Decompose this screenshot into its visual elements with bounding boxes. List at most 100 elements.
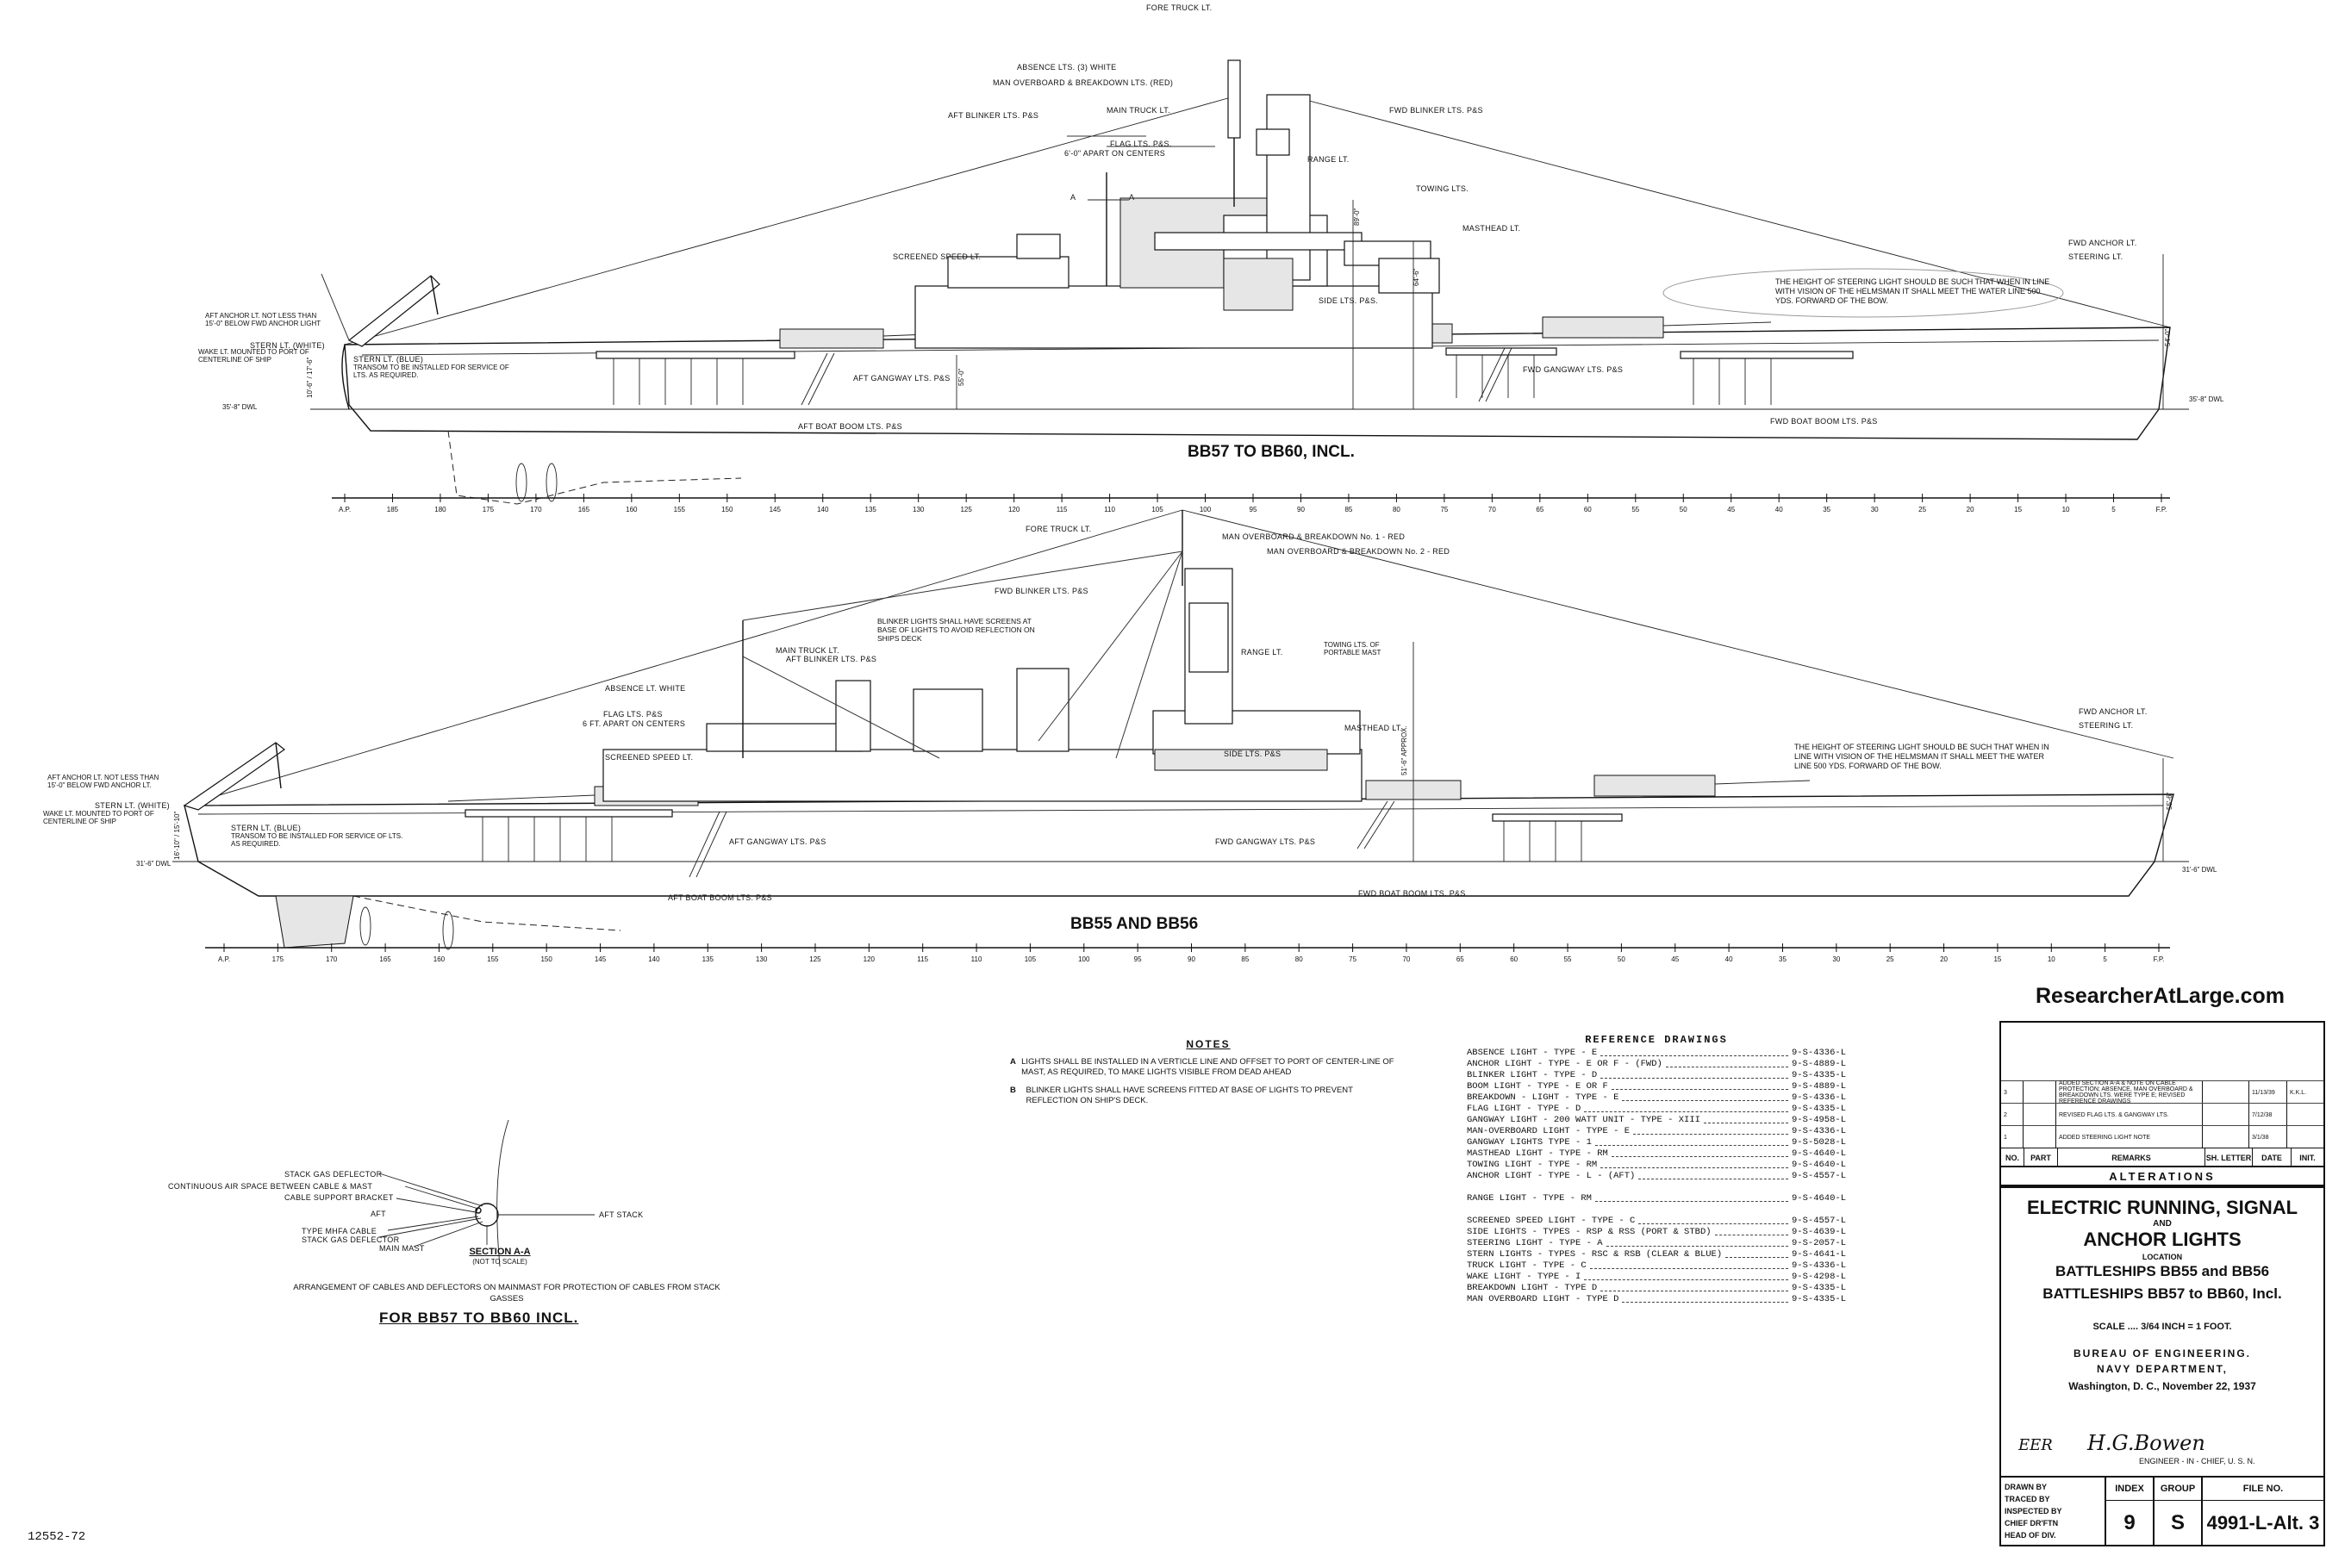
bottom-ship-labels: FORE TRUCK LT. MAN OVERBOARD & BREAKDOWN… — [43, 525, 2217, 933]
station-label: 45 — [1727, 506, 1735, 513]
alt-init: K.K.L. — [2290, 1089, 2307, 1096]
label-type-cable: TYPE MHFA CABLE — [302, 1227, 377, 1235]
reference-name: BOOM LIGHT - TYPE - E OR F — [1467, 1081, 1608, 1092]
file-value: 4991-L-Alt. 3 — [2206, 1511, 2320, 1534]
station-label: 30 — [1832, 955, 1840, 963]
station-label: 90 — [1188, 955, 1195, 963]
reference-name: GANGWAY LIGHTS TYPE - 1 — [1467, 1137, 1592, 1148]
label-man-overboard-1: MAN OVERBOARD & BREAKDOWN No. 1 - RED — [1222, 532, 1405, 541]
file-label: FILE NO. — [2203, 1478, 2323, 1501]
reference-name: STEERING LIGHT - TYPE - A — [1467, 1238, 1603, 1248]
reference-name: BREAKDOWN LIGHT - TYPE D — [1467, 1283, 1598, 1293]
transom-note: TRANSOM TO BE INSTALLED FOR SERVICE OF L… — [353, 364, 509, 379]
station-label: 15 — [2014, 506, 2022, 513]
notes-block: NOTES A LIGHTS SHALL BE INSTALLED IN A V… — [1010, 1038, 1406, 1114]
label-aft-stack: AFT STACK — [599, 1210, 643, 1219]
reference-leader — [1600, 1160, 1788, 1168]
reference-name: SCREENED SPEED LIGHT - TYPE - C — [1467, 1216, 1636, 1226]
station-label: A.P. — [218, 955, 230, 963]
reference-leader — [1633, 1126, 1788, 1135]
station-label: 50 — [1618, 955, 1625, 963]
station-label: 105 — [1151, 506, 1163, 513]
label-man-overboard-2: MAN OVERBOARD & BREAKDOWN No. 2 - RED — [1267, 547, 1450, 556]
reference-leader — [1584, 1104, 1788, 1112]
station-label: 55 — [1564, 955, 1572, 963]
station-label: 145 — [770, 506, 782, 513]
col-part: PART — [2024, 1148, 2058, 1167]
station-label: 125 — [809, 955, 821, 963]
label-aft-boat-boom: AFT BOAT BOOM LTS. P&S — [668, 893, 772, 902]
label-section-a-2: A — [1129, 193, 1134, 202]
steering-note: THE HEIGHT OF STEERING LIGHT SHOULD BE S… — [1794, 743, 2049, 770]
alt-date: 7/12/38 — [2249, 1104, 2287, 1126]
dim-55: 55'-0" — [957, 368, 965, 386]
reference-name: BREAKDOWN - LIGHT - TYPE - E — [1467, 1092, 1619, 1103]
station-label: A.P. — [339, 506, 351, 513]
reference-name: STERN LIGHTS - TYPES - RSC & RSB (CLEAR … — [1467, 1249, 1723, 1260]
title-place: Washington, D. C., November 22, 1937 — [2068, 1380, 2256, 1392]
label-fwd-anchor: FWD ANCHOR LT. — [2068, 239, 2137, 247]
reference-number: 9-S-4336-L — [1791, 1092, 1846, 1103]
title-line-3: BATTLESHIPS BB55 and BB56 — [2055, 1263, 2270, 1279]
col-sh-letter: SH. LETTER — [2205, 1148, 2253, 1167]
station-label: 60 — [1510, 955, 1518, 963]
reference-number: 9-S-4335-L — [1791, 1283, 1846, 1293]
group-label: GROUP — [2155, 1478, 2201, 1501]
notes-title: NOTES — [1186, 1038, 1231, 1050]
reference-name: TOWING LIGHT - TYPE - RM — [1467, 1160, 1598, 1170]
alt-init — [2287, 1126, 2323, 1148]
reference-leader — [1665, 1059, 1788, 1067]
label-main-mast: MAIN MAST — [379, 1244, 425, 1253]
station-label: 115 — [1057, 506, 1068, 513]
station-label: 160 — [626, 506, 638, 513]
alt-date: 3/1/38 — [2249, 1126, 2287, 1148]
reference-number: 9-S-4557-L — [1791, 1216, 1846, 1226]
roles-list: DRAWN BY TRACED BY INSPECTED BY CHIEF DR… — [2001, 1478, 2106, 1545]
reference-name: MAN-OVERBOARD LIGHT - TYPE - E — [1467, 1126, 1631, 1136]
reference-number: 9-S-5028-L — [1791, 1137, 1846, 1148]
transom-note: TRANSOM TO BE INSTALLED FOR SERVICE OF L… — [231, 832, 403, 848]
label-aft-gangway: AFT GANGWAY LTS. P&S — [729, 837, 826, 846]
role-head: HEAD OF DIV. — [2005, 1531, 2056, 1540]
station-label: 110 — [971, 955, 982, 963]
col-remarks: REMARKS — [2058, 1148, 2205, 1167]
label-absence: ABSENCE LTS. (3) WHITE — [1017, 63, 1116, 72]
dwl-fwd: 31'-6" DWL — [2182, 866, 2217, 874]
note-item: A LIGHTS SHALL BE INSTALLED IN A VERTICL… — [1010, 1057, 1406, 1078]
col-no: NO. — [2001, 1148, 2024, 1167]
section-title: SECTION A-A (NOT TO SCALE) — [448, 1247, 552, 1267]
reference-name: SIDE LIGHTS - TYPES - RSP & RSS (PORT & … — [1467, 1227, 1712, 1237]
label-side: SIDE LTS. P&S. — [1319, 296, 1378, 305]
label-man-overboard: MAN OVERBOARD & BREAKDOWN LTS. (RED) — [993, 78, 1173, 87]
station-label: 55 — [1631, 506, 1639, 513]
station-label: 120 — [1008, 506, 1020, 513]
station-label: 130 — [756, 955, 768, 963]
station-label: 45 — [1671, 955, 1679, 963]
reference-number: 9-S-4335-L — [1791, 1070, 1846, 1080]
alt-remarks: ADDED STEERING LIGHT NOTE — [2056, 1126, 2203, 1148]
title-location: LOCATION — [2142, 1253, 2183, 1261]
label-towing: TOWING LTS. — [1416, 184, 1469, 193]
top-ship-title: BB57 TO BB60, INCL. — [1188, 443, 1355, 461]
station-label: 10 — [2062, 506, 2070, 513]
station-label: 100 — [1078, 955, 1090, 963]
reference-number: 9-S-4889-L — [1791, 1081, 1846, 1092]
title-block: ELECTRIC RUNNING, SIGNAL AND ANCHOR LIGH… — [1999, 1185, 2325, 1546]
section-title-main: SECTION A-A — [469, 1247, 531, 1257]
top-ship-labels: FORE TRUCK LT. ABSENCE LTS. (3) WHITE MA… — [198, 3, 2224, 461]
alt-letter — [2203, 1081, 2249, 1104]
reference-row: ANCHOR LIGHT - TYPE - L - (AFT)9-S-4557-… — [1467, 1171, 1846, 1182]
label-aft-boat-boom: AFT BOAT BOOM LTS. P&S — [798, 422, 902, 431]
label-stack-gas: STACK GAS DEFLECTOR — [284, 1170, 383, 1179]
station-label: 170 — [530, 506, 542, 513]
reference-row: SCREENED SPEED LIGHT - TYPE - C 9-S-4557-… — [1467, 1216, 1846, 1227]
label-masthead: MASTHEAD LT. — [1462, 224, 1520, 233]
label-section-a: A — [1070, 193, 1076, 202]
alt-init — [2287, 1104, 2323, 1126]
reference-number: 9-S-4889-L — [1791, 1059, 1846, 1069]
